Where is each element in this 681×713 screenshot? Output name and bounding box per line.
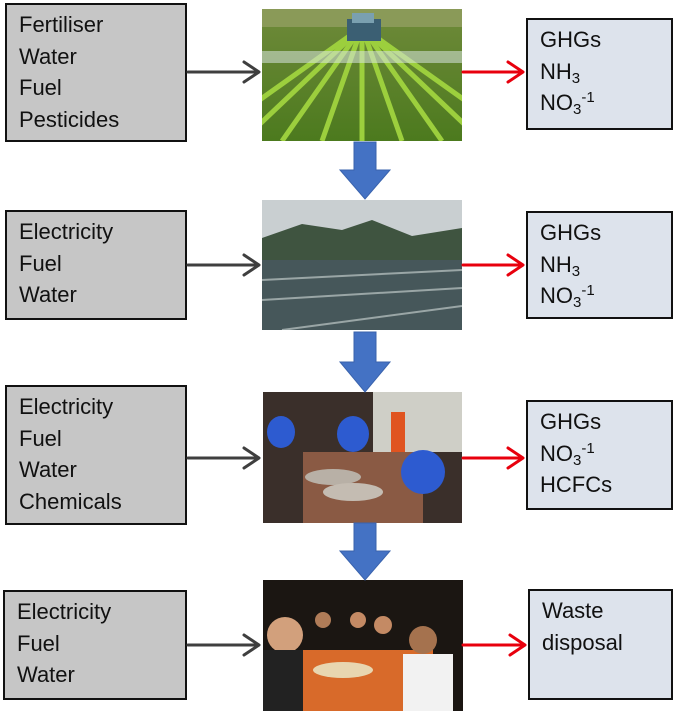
input-item: Electricity <box>17 599 112 624</box>
input-arrow <box>186 446 261 470</box>
input-arrow <box>186 60 261 84</box>
output-item: NH3 <box>540 251 581 280</box>
input-arrow <box>186 253 261 277</box>
stage-1-outputs-box: GHGs NH3 NO3-1 <box>526 18 673 130</box>
dinner-table-photo <box>263 580 463 711</box>
input-item: Pesticides <box>19 106 120 132</box>
output-arrow <box>461 60 525 84</box>
output-item: GHGs <box>540 220 602 245</box>
stage-1-inputs-box: Fertiliser Water Fuel Pesticides <box>5 3 187 142</box>
input-item: Fuel <box>19 250 62 276</box>
flow-arrow <box>338 331 392 393</box>
output-arrows <box>461 60 527 657</box>
output-item: HCFCs <box>540 472 613 497</box>
output-item: disposal <box>542 629 623 655</box>
input-arrow <box>186 633 261 657</box>
stage-4-inputs-box: Electricity Fuel Water <box>3 590 187 700</box>
output-arrow <box>461 446 525 470</box>
stage-3-inputs-box: Electricity Fuel Water Chemicals <box>5 385 187 525</box>
flow-arrow <box>338 141 392 200</box>
fish-farm-pens-photo <box>262 200 462 330</box>
output-item: NH3 <box>540 58 581 87</box>
input-item: Electricity <box>19 219 114 244</box>
output-item: GHGs <box>540 27 602 52</box>
output-item: GHGs <box>540 409 602 434</box>
input-item: Water <box>19 457 77 482</box>
output-arrow <box>461 253 525 277</box>
input-item: Fuel <box>19 75 62 100</box>
fish-processing-photo <box>263 392 462 523</box>
stage-4-outputs-box: Waste disposal <box>528 589 673 700</box>
input-item: Fertiliser <box>19 12 104 37</box>
input-arrows <box>186 60 261 657</box>
output-item: NO3-1 <box>540 439 595 469</box>
output-arrow <box>461 633 527 657</box>
field-crop-spraying-photo <box>262 9 462 141</box>
input-item: Water <box>19 282 77 307</box>
input-item: Fuel <box>17 630 60 656</box>
flow-arrow <box>338 522 392 581</box>
stage-2-inputs-box: Electricity Fuel Water <box>5 210 187 320</box>
output-item: NO3-1 <box>540 282 595 311</box>
input-item: Electricity <box>19 394 114 419</box>
flow-arrows <box>338 141 392 581</box>
output-item: NO3-1 <box>540 89 595 118</box>
stage-2-outputs-box: GHGs NH3 NO3-1 <box>526 211 673 319</box>
input-item: Chemicals <box>19 488 122 514</box>
input-item: Fuel <box>19 425 62 451</box>
output-item: Waste <box>542 598 604 623</box>
stage-3-outputs-box: GHGs NO3-1 HCFCs <box>526 400 673 510</box>
input-item: Water <box>17 662 75 687</box>
input-item: Water <box>19 43 77 69</box>
